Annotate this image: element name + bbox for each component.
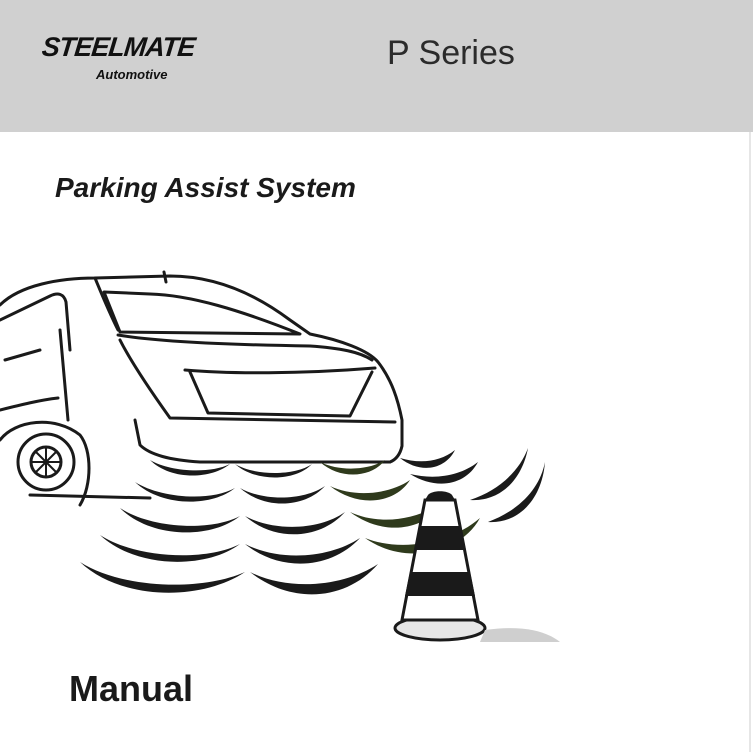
brand-logo: STEELMATE Automotive [40, 32, 197, 82]
traffic-cone-icon [393, 491, 560, 642]
wheel-spokes [31, 447, 61, 477]
header-band: STEELMATE Automotive P Series [0, 0, 753, 132]
brand-name: STEELMATE [40, 32, 197, 62]
series-title: P Series [387, 34, 515, 72]
document-subtitle: Parking Assist System [55, 172, 356, 203]
page-edge-divider [749, 132, 751, 752]
brand-tagline: Automotive [96, 67, 168, 82]
document-type-label: Manual [69, 668, 194, 709]
car-parking-sensor-illustration [0, 270, 560, 642]
sensor-waves [80, 448, 545, 595]
